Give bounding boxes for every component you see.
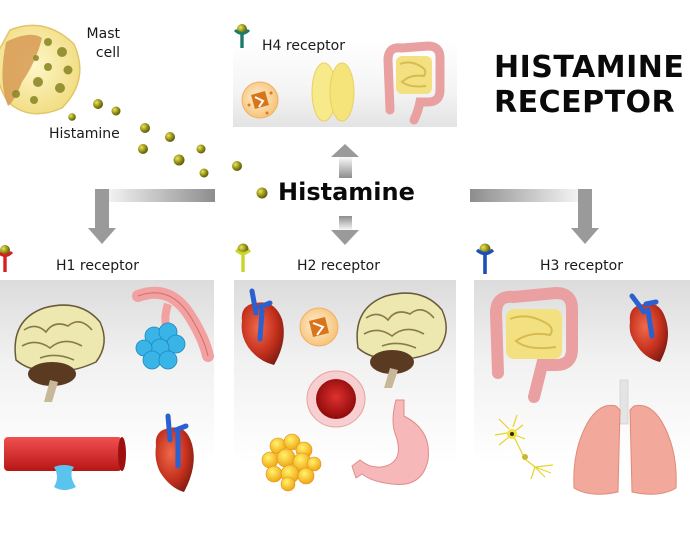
h3-receptor-label: H3 receptor — [540, 258, 623, 274]
granule-dot — [93, 99, 103, 109]
mast-cell-label: Mast cell — [82, 25, 120, 63]
mast-cell-icon — [241, 81, 279, 119]
thymus-icon — [311, 62, 355, 122]
blood-vessel-cross-section-icon — [306, 370, 366, 428]
stomach-icon — [351, 399, 429, 485]
arrow-to-h4 — [331, 144, 359, 178]
granule-dot — [199, 168, 209, 178]
diagram-title: HISTAMINE RECEPTOR — [494, 50, 684, 120]
granule-dot — [196, 144, 206, 154]
granule-dot — [165, 132, 175, 142]
arrow-to-h1 — [88, 189, 215, 244]
h4-receptor-label: H4 receptor — [262, 38, 345, 54]
heart-icon — [155, 413, 194, 492]
fat-cell-icon — [261, 433, 322, 492]
title-line-2: RECEPTOR — [494, 85, 676, 120]
histamine-granules — [68, 99, 268, 199]
granule-dot — [140, 123, 150, 133]
mast-cell-label-line-2: cell — [95, 45, 120, 61]
arrows — [88, 144, 599, 245]
granule-label: Histamine — [49, 126, 120, 142]
lungs-icon — [573, 379, 677, 495]
receptor-icon — [475, 243, 495, 274]
title-line-1: HISTAMINE — [494, 50, 685, 85]
intestine-icon — [489, 286, 578, 403]
granule-dot — [173, 154, 185, 166]
heart-icon — [629, 293, 668, 362]
granule-dot — [111, 106, 121, 116]
arrow-to-h3 — [470, 189, 599, 244]
granule-dot — [68, 113, 76, 121]
brain-icon — [14, 304, 105, 402]
intestine-icon — [383, 41, 445, 125]
mast-cell-label-line-1: Mast — [86, 26, 120, 42]
receptor-icon — [0, 245, 14, 272]
granule-dot — [232, 161, 242, 171]
histamine-central-label: Histamine — [278, 178, 415, 206]
receptor-icon — [233, 24, 251, 48]
heart-icon — [241, 288, 284, 365]
granule-dot — [138, 144, 148, 154]
granule-dot — [256, 187, 268, 199]
granule-dots — [68, 99, 268, 199]
arrow-to-h2 — [331, 216, 359, 245]
neuron-icon — [494, 414, 554, 480]
h2-receptor-label: H2 receptor — [297, 258, 380, 274]
mast-cell-icon — [0, 24, 81, 115]
h1-receptor-label: H1 receptor — [56, 258, 139, 274]
receptor-icon — [234, 243, 252, 272]
mast-cell-icon — [299, 307, 339, 347]
brain-icon — [356, 292, 447, 388]
bronchi-alveoli-icon — [132, 286, 214, 370]
blood-vessel-icon — [4, 437, 126, 490]
